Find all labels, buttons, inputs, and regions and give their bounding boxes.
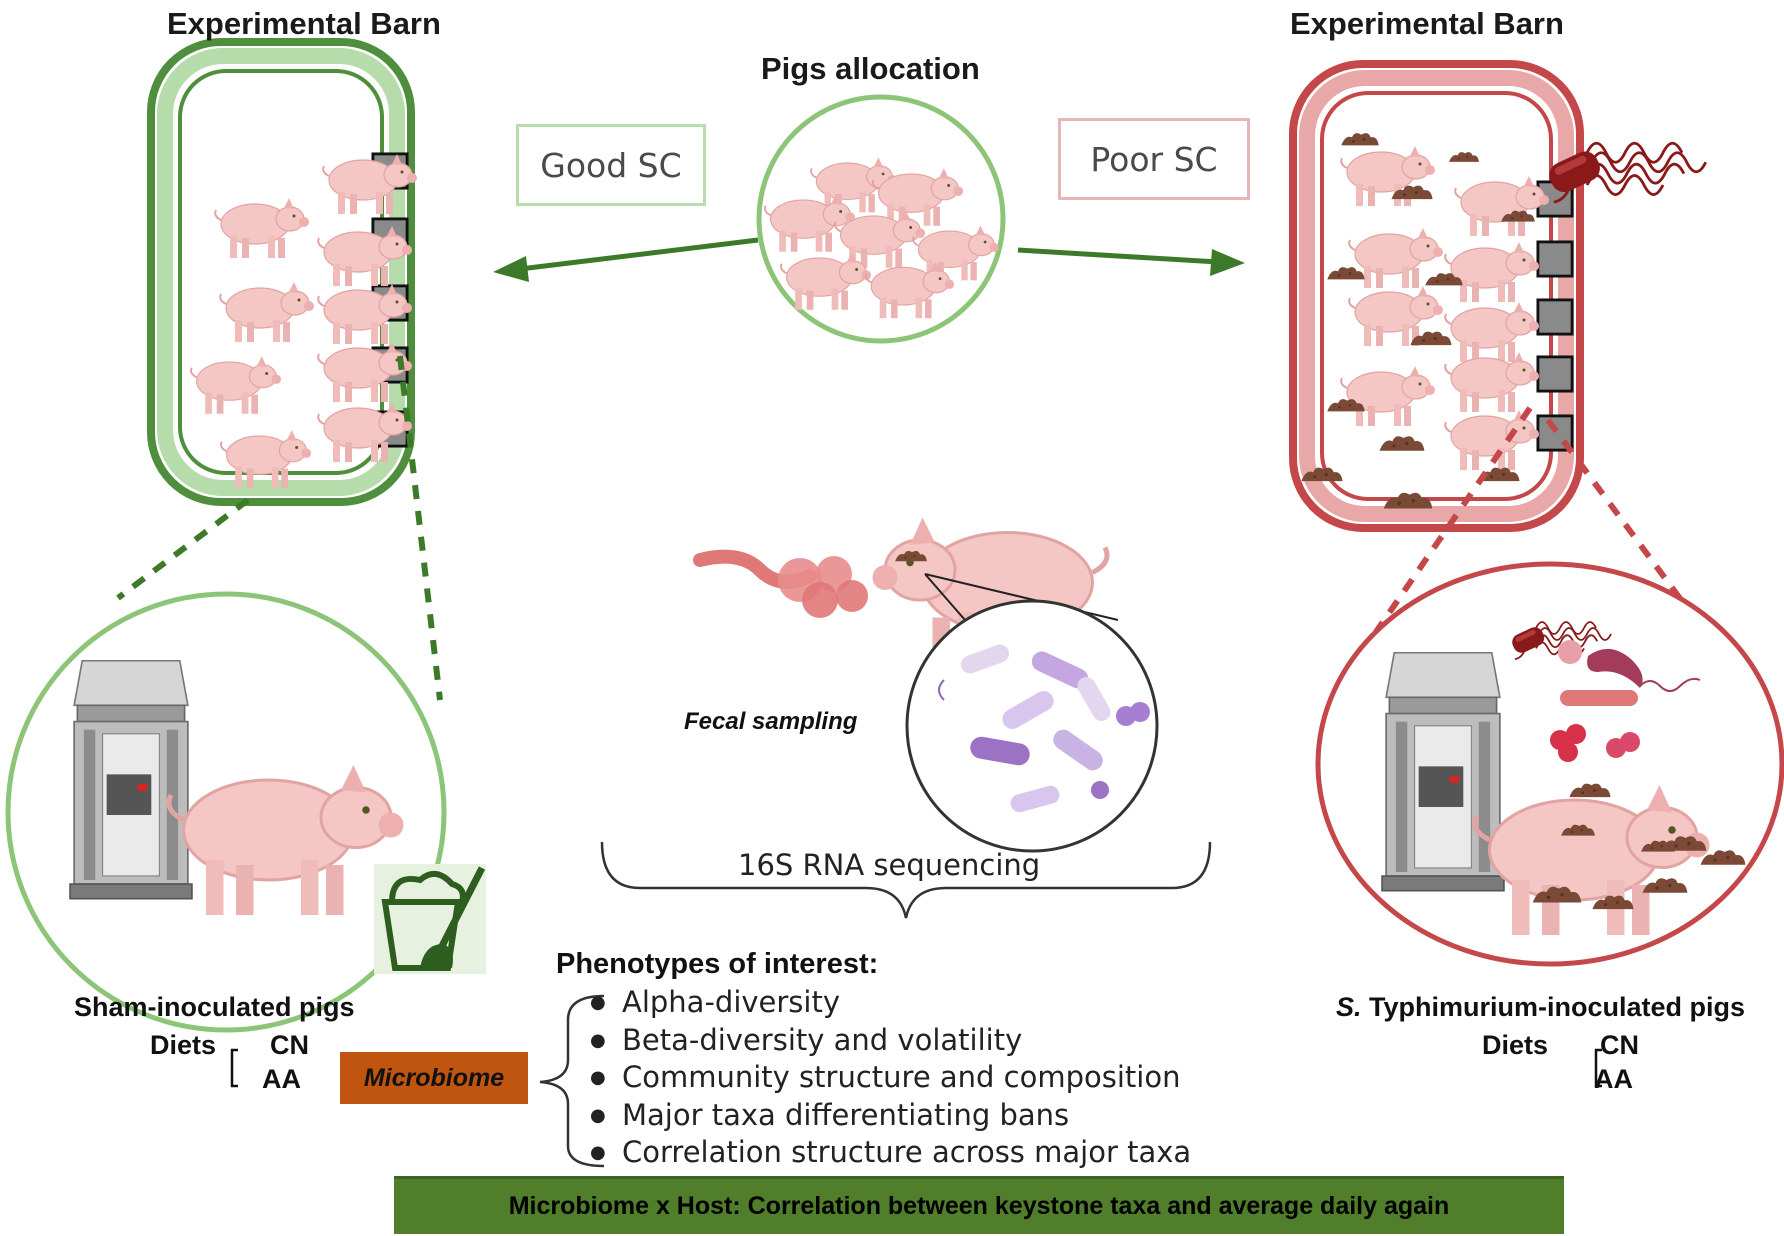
sequencing-brace [600, 841, 1212, 919]
fecal-sampling-label: Fecal sampling [684, 708, 858, 735]
phenotypes-list: Alpha-diversity Beta-diversity and volat… [586, 984, 1191, 1172]
zoom-lines [116, 355, 1693, 701]
left-diet-aa: AA [262, 1064, 301, 1094]
right-diets-label: Diets [1482, 1030, 1549, 1060]
right-barn-enclosure [1289, 60, 1584, 532]
microbiome-tag: Microbiome [340, 1052, 528, 1104]
left-group-label: Sham-inoculated pigs [74, 992, 355, 1022]
left-diets-label: Diets [150, 1030, 217, 1060]
list-item: Beta-diversity and volatility [586, 1022, 1191, 1060]
poor-sc-label: Poor SC [1058, 118, 1250, 200]
magnifier-icon [905, 573, 1159, 853]
right-zoom-circle [1315, 561, 1784, 967]
right-diet-bracket [1594, 1048, 1602, 1088]
list-item: Correlation structure across major taxa [586, 1134, 1191, 1172]
list-item: Major taxa differentiating bans [586, 1097, 1191, 1135]
list-item: Alpha-diversity [586, 984, 1191, 1022]
cleaning-bucket-icon [374, 864, 486, 974]
intestine-icon [693, 549, 868, 618]
left-barn-title: Experimental Barn [167, 6, 441, 41]
right-diet-cn: CN [1600, 1030, 1639, 1060]
correlation-banner: Microbiome x Host: Correlation between k… [394, 1176, 1564, 1234]
pigs-allocation-title: Pigs allocation [761, 51, 980, 86]
list-item: Community structure and composition [586, 1059, 1191, 1097]
left-diet-bracket [230, 1048, 238, 1088]
feeder-icon [1381, 652, 1505, 892]
pig-group-circle [756, 94, 1006, 344]
left-diet-cn: CN [270, 1030, 309, 1060]
phenotype-brace [539, 994, 605, 1168]
fecal-sampling-pig [693, 518, 1107, 668]
right-group-label: S. Typhimurium-inoculated pigs [1336, 992, 1746, 1022]
right-barn-title: Experimental Barn [1290, 6, 1564, 41]
left-zoom-circle [5, 591, 447, 1033]
good-sc-label: Good SC [516, 124, 706, 206]
sequencing-label: 16S RNA sequencing [738, 848, 1041, 882]
allocation-arrows [493, 237, 1245, 282]
right-diet-aa: AA [1594, 1064, 1633, 1094]
phenotypes-heading: Phenotypes of interest: [556, 948, 879, 980]
feeder-icon [69, 660, 193, 900]
